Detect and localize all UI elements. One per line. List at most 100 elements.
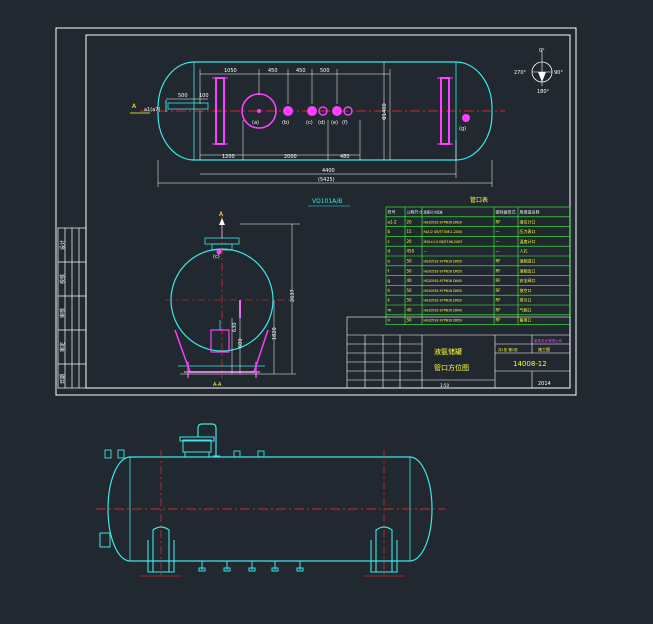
view-marker: A [130,103,150,114]
table-cell: 压力表口 [520,228,536,234]
plan-top-dim-lines [157,62,493,187]
table-cell: HG20592-97PN16 DN40 [424,279,462,283]
table-cell: f [388,268,390,273]
table-header-cell: 连接尺寸标准 [424,210,444,215]
table-cell: RF [496,308,502,313]
table-header-cell: 用途或名称 [520,209,540,215]
table-cell: 人孔 [520,248,528,254]
bottom-dim-1: 1200 [222,154,235,160]
nozzle-g [318,106,328,116]
left-strip-labels: 设计 校核 审核 审定 日期 [59,240,66,384]
table-cell: 放空口 [520,287,532,293]
top-dim-2: 450 [268,68,278,74]
table-cell: 50 [407,288,413,293]
table-cell: HG20592-97PN16 DN50 [424,318,462,322]
table-cell: M20×1.5 GB/T196-2003 [424,240,463,244]
table-cell: HG20592-97PN16 DN40 [424,309,462,313]
plan-caption: VD101A/B [312,198,342,205]
table-cell: k [388,298,391,303]
table-cell: 15 [407,229,413,234]
outer-frame [55,27,577,396]
table-cell: HG20592-97PN16 DN50 [424,289,462,293]
left-dim-1: 500 [178,93,188,99]
mark-g: (g) [459,126,466,132]
nozzle-f [307,106,317,116]
end-view: A (c) 2637 1820 630 600 A-A [165,211,300,388]
nozzle-marks: (a) (b) (c) (d) (e) (f) (g) [252,120,466,132]
table-cell: — [424,250,428,254]
table-cell: g [388,278,391,283]
view-label: A [132,103,137,110]
table-cell: 安全阀口 [520,277,536,283]
end-dim-2: 1820 [272,327,278,340]
strip-label-3: 审核 [59,308,66,318]
table-cell: 备用口 [520,316,532,322]
elevation-view [96,423,445,577]
table-cell: HG20592-97PN16 DN50 [424,260,462,264]
table-cell: 50 [407,259,413,264]
table-cell: RF [496,259,502,264]
end-bottom-label: A-A [213,382,222,388]
strip-label-5: 日期 [60,374,66,384]
end-nozzle-mark: (c) [213,254,220,260]
mark-a: (a) [252,120,259,126]
overall-length-total: (5425) [318,177,335,183]
table-cell: m [388,308,392,313]
drawing-name: 管口方位图 [434,363,469,372]
table-header-cell: 符号 [388,209,396,215]
drawing-number: 14008-12 [513,360,547,368]
table-cell: Rp1/2 GB/T7306.1-2000 [424,230,462,234]
table-cell: HG20592-97PN16 DN50 [424,269,462,273]
nozzle-m [462,114,470,122]
compass-270: 270° [514,70,527,76]
table-cell: 450 [407,249,415,254]
table-cell: RF [496,298,502,303]
left-nozzle-pipe [167,102,209,110]
compass-90: 90° [554,70,563,76]
end-dim-1: 2637 [290,289,296,302]
plan-dims: 1050 450 450 500 1200 2000 480 4400 (542… [144,68,388,183]
compass-180: 180° [537,89,550,95]
project-name: 液氨储罐 [434,347,462,356]
left-dim-2: 100 [199,93,209,99]
nozzle-k [343,106,353,116]
end-dim-4: 600 [238,338,244,348]
mark-b: (b) [282,120,289,126]
table-cell: 液相进口 [520,258,536,264]
table-cell: 排污口 [520,297,532,303]
table-cell: 20 [407,239,413,244]
table-cell: a1-2 [388,219,397,224]
table-cell: 50 [407,268,413,273]
table-cell: h [388,288,391,293]
table-cell: HG20592-97PN16 DN20 [424,220,462,224]
overall-length: 4400 [322,168,335,174]
top-dim-1: 1050 [224,68,237,74]
table-cell: 50 [407,298,413,303]
table-header-cell: 公称尺寸 [407,209,423,215]
compass-0: 0° [539,48,545,54]
company: 某某设计有限公司 [534,338,562,343]
bottom-dim-3: 480 [340,154,350,160]
table-cell: RF [496,288,502,293]
stage: 施工图 [538,346,550,352]
title-block [346,316,571,389]
top-dim-4: 500 [320,68,330,74]
table-cell: 20 [407,219,413,224]
top-dim-3: 450 [296,68,306,74]
left-strip [57,227,87,389]
title-block-text: 液氨储罐 管口方位图 14008-12 1:50 2014 某某设计有限公司 施… [434,338,562,388]
table-cell: RF [496,317,502,322]
sheet: 共1张 第1张 [498,347,518,352]
table-cell: RF [496,268,502,273]
nozzle-e [283,106,293,116]
table-cell: 50 [407,317,413,322]
nozzle-h [332,106,342,116]
table-title: 管口表 [470,196,488,204]
scale: 1:50 [440,383,449,388]
strip-label-1: 设计 [59,240,66,250]
table-cell: 液相出口 [520,267,536,273]
mark-f: (f) [342,120,348,126]
table-cell: 液位计口 [520,218,536,224]
